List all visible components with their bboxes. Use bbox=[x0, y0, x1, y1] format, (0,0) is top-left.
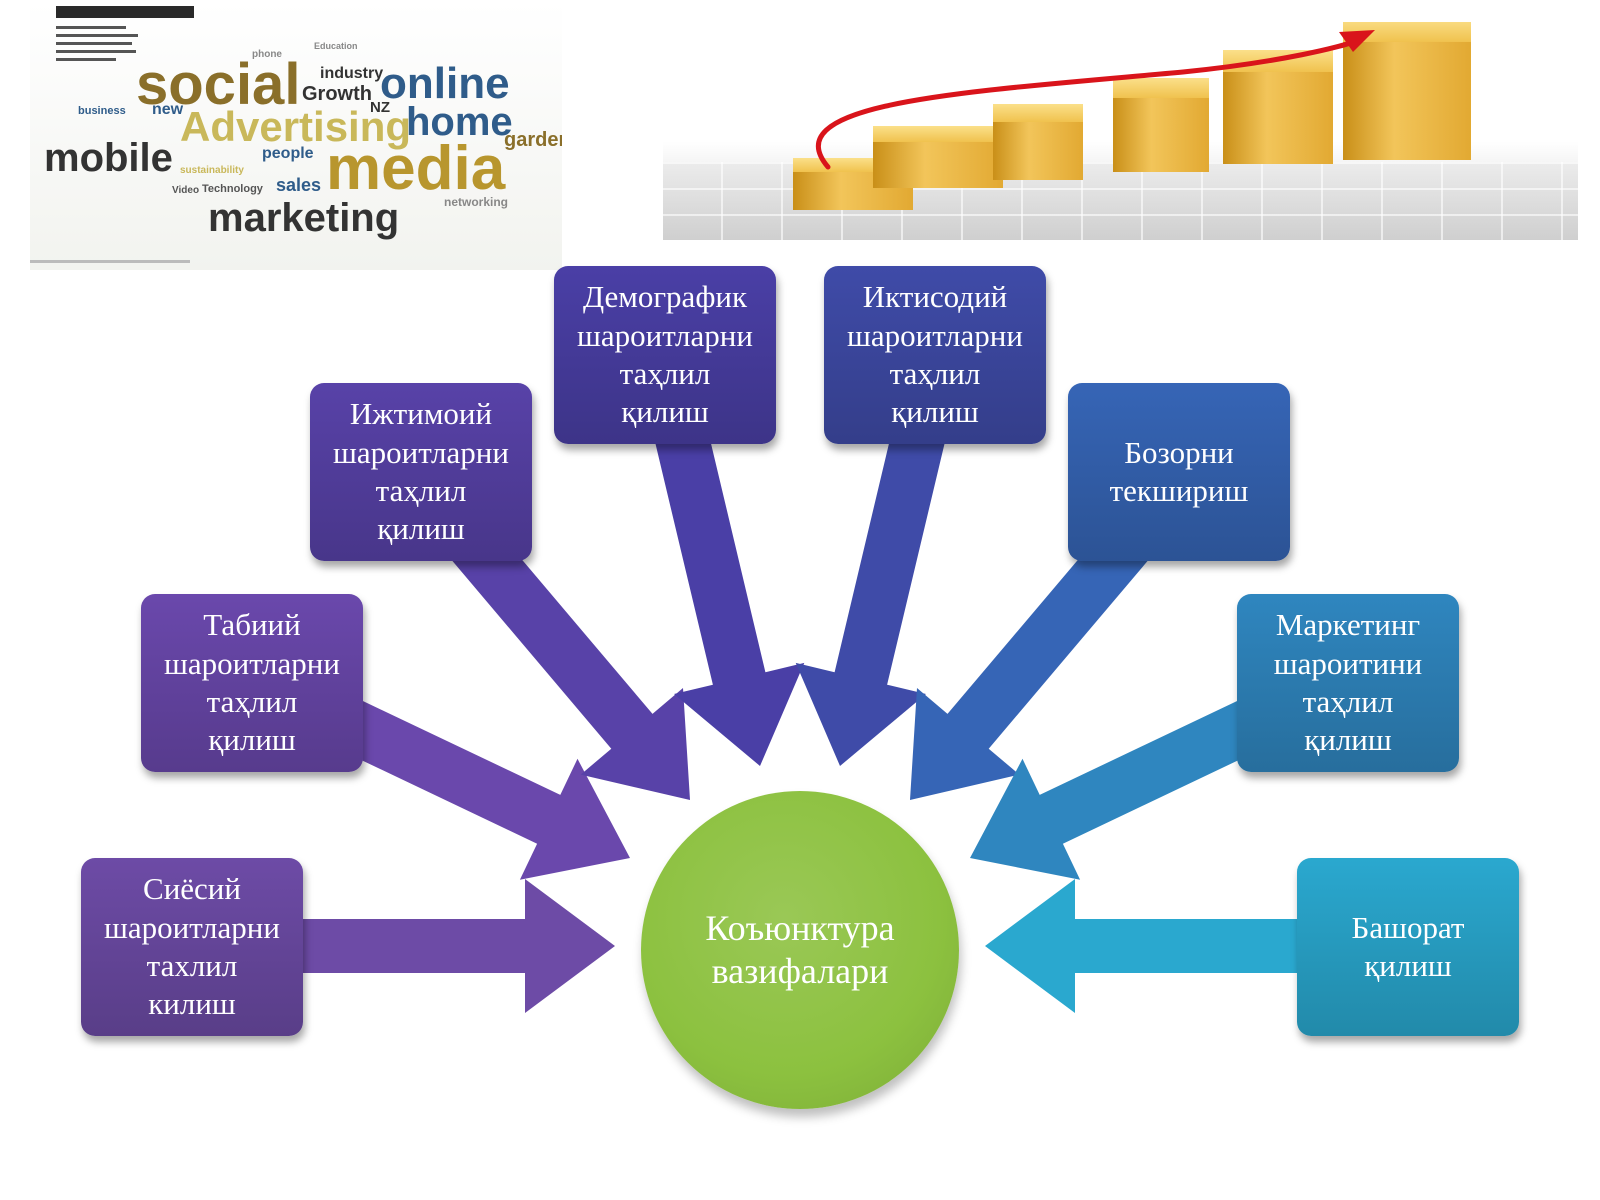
node-economic: Иктисодий шароитларни таҳлил қилиш bbox=[824, 266, 1046, 444]
node-natural-label: Табиий шароитларни таҳлил қилиш bbox=[164, 607, 340, 758]
growth-bar-block bbox=[873, 126, 1003, 188]
node-forecast-label: Башорат қилиш bbox=[1351, 909, 1465, 983]
word-cloud-word: Growth bbox=[302, 83, 372, 105]
node-economic-label: Иктисодий шароитларни таҳлил қилиш bbox=[847, 279, 1023, 430]
node-market-research-label: Бозорни текшириш bbox=[1109, 434, 1249, 508]
wordcloud-header-bar bbox=[56, 6, 194, 18]
word-cloud-word: Technology bbox=[202, 183, 263, 195]
word-cloud-word: people bbox=[262, 145, 314, 162]
growth-bar-block bbox=[993, 104, 1083, 180]
arrow-market-research bbox=[910, 522, 1151, 800]
word-cloud-word: Advertising bbox=[180, 103, 412, 150]
node-social: Ижтимоий шароитларни таҳлил қилиш bbox=[310, 383, 532, 561]
word-cloud-word: social bbox=[136, 52, 301, 117]
arrow-political bbox=[300, 879, 615, 1013]
word-cloud-word: Education bbox=[314, 41, 358, 51]
word-cloud-word: media bbox=[326, 134, 506, 203]
word-cloud-word: business bbox=[78, 105, 126, 117]
arrow-demographic bbox=[653, 423, 805, 766]
node-natural: Табиий шароитларни таҳлил қилиш bbox=[141, 594, 363, 772]
word-cloud-word: sales bbox=[276, 175, 322, 195]
node-forecast: Башорат қилиш bbox=[1297, 858, 1519, 1036]
word-cloud-word: marketing bbox=[208, 196, 400, 240]
growth-arrow-icon bbox=[816, 30, 1375, 170]
center-circle: Коъюнктура вазифалари bbox=[641, 791, 959, 1109]
word-cloud-word: online bbox=[380, 59, 510, 108]
word-cloud-word: new bbox=[152, 101, 184, 118]
node-demographic-label: Демографик шароитларни таҳлил қилиш bbox=[577, 279, 753, 430]
word-cloud-word: mobile bbox=[44, 136, 173, 180]
word-cloud-word: home bbox=[406, 100, 513, 144]
word-cloud-word: NZ bbox=[370, 99, 390, 116]
growth-chart-image bbox=[663, 22, 1578, 240]
growth-bar-block bbox=[1343, 22, 1471, 160]
word-cloud-word: industry bbox=[320, 65, 384, 82]
node-marketing-label: Маркетинг шароитини таҳлил қилиш bbox=[1273, 607, 1423, 758]
growth-bar-block bbox=[1223, 50, 1333, 164]
word-cloud-word: networking bbox=[444, 195, 509, 209]
node-political-label: Сиёсий шароитларни тахлил килиш bbox=[104, 871, 280, 1022]
node-marketing: Маркетинг шароитини таҳлил қилиш bbox=[1237, 594, 1459, 772]
word-cloud-word: garden bbox=[504, 129, 562, 151]
arrow-forecast bbox=[985, 879, 1300, 1013]
node-market-research: Бозорни текшириш bbox=[1068, 383, 1290, 561]
word-cloud-word: sustainability bbox=[180, 165, 244, 176]
center-label: Коъюнктура вазифалари bbox=[705, 907, 895, 991]
growth-bar-block bbox=[1113, 78, 1209, 172]
node-social-label: Ижтимоий шароитларни таҳлил қилиш bbox=[333, 396, 509, 547]
arrow-economic bbox=[795, 423, 947, 766]
node-political: Сиёсий шароитларни тахлил килиш bbox=[81, 858, 303, 1036]
node-demographic: Демографик шароитларни таҳлил қилиш bbox=[554, 266, 776, 444]
arrow-natural bbox=[328, 695, 630, 880]
word-cloud-word: Video bbox=[172, 185, 200, 196]
arrow-social bbox=[449, 522, 690, 800]
word-cloud-word: phone bbox=[252, 49, 282, 60]
arrow-marketing bbox=[970, 695, 1272, 880]
